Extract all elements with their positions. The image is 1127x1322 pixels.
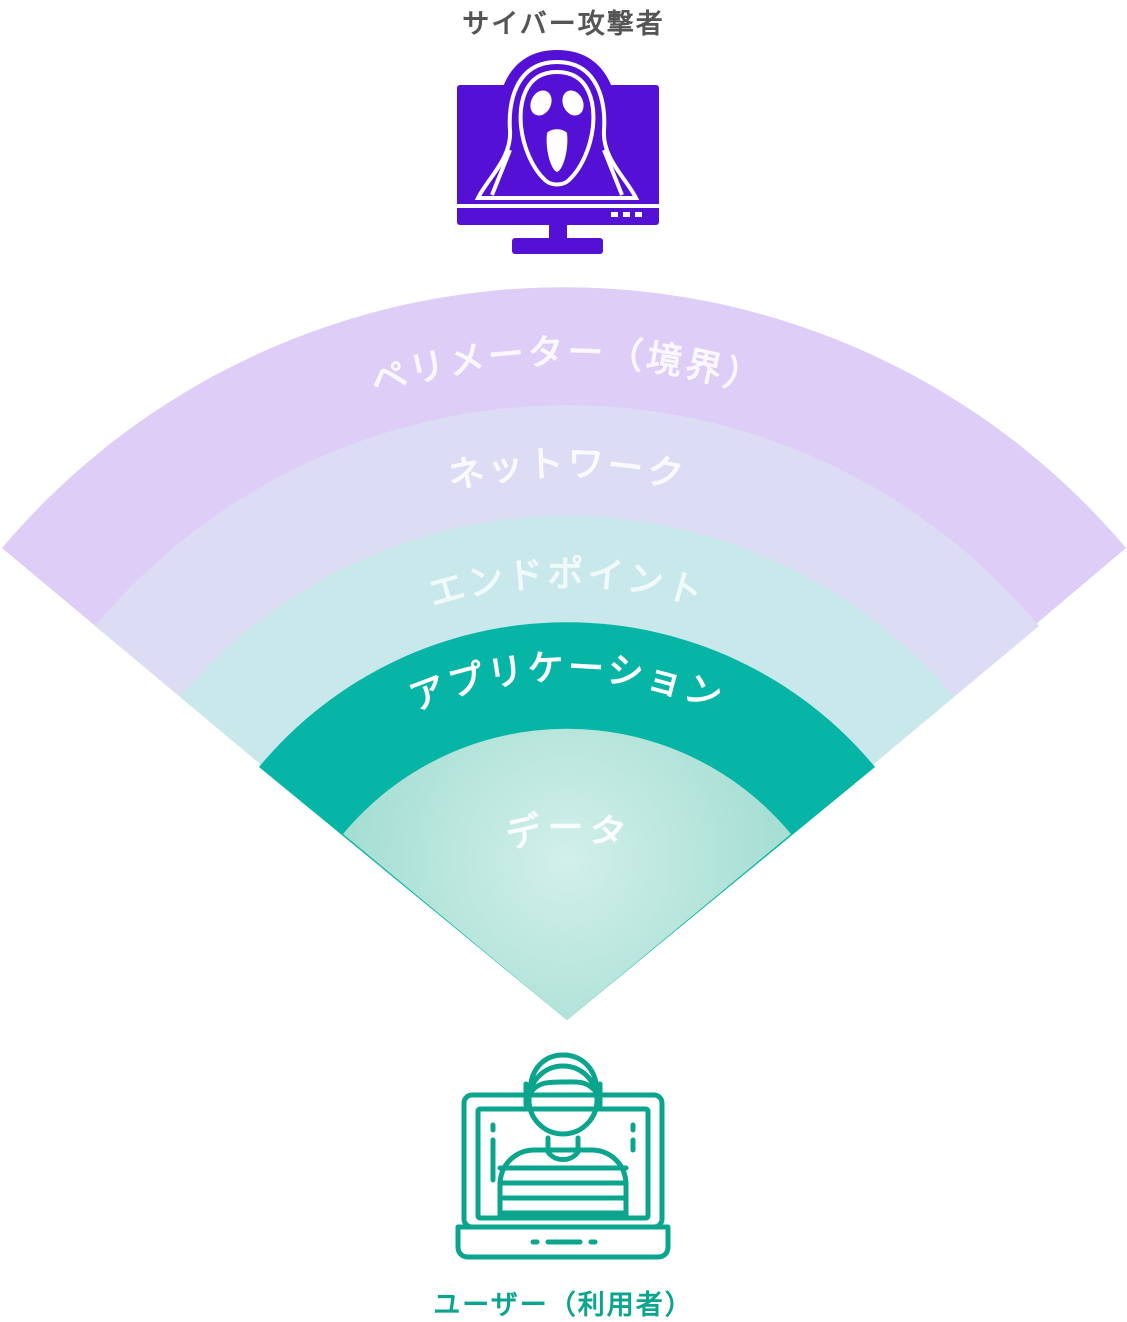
scream-mask-monitor-icon [457,50,659,254]
layer-data [343,728,791,1020]
person-laptop-icon [455,1052,671,1260]
user-label: ユーザー（利用者） [433,1290,694,1321]
attacker-label: サイバー攻撃者 [462,9,665,40]
